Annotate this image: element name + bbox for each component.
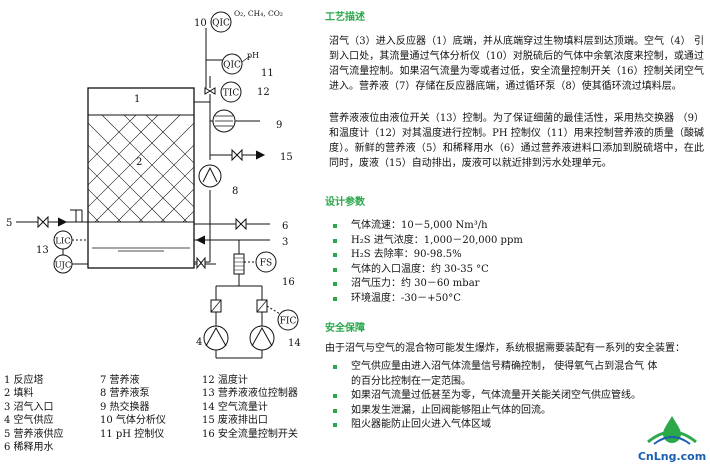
safety-list: 空气供应量由进入沼气体流量信号精确控制， 使得氧气占到混合气 体的百分比控制在一…	[329, 360, 659, 433]
label-5: 5	[6, 218, 12, 229]
legend-item: 8 营养液泵	[100, 388, 150, 400]
list-item: H₂S 进气浓度：1,000－20,000 ppm	[329, 234, 523, 249]
label-11: 11	[261, 68, 274, 79]
qic-ph-label: QIC	[223, 61, 241, 71]
circulation-pump	[198, 164, 222, 188]
design-title: 设计参数	[325, 197, 365, 208]
list-item: 如果发生泄漏，止回阀能够阻止气体的回流。	[329, 404, 659, 419]
flame-arrester	[216, 240, 262, 287]
label-4: 4	[196, 337, 202, 348]
reactor-tower	[87, 87, 195, 269]
process-paragraph-1: 沼气（3）进入反应器（1）底端，并从底端穿过生物填料层到达顶端。空气（4） 引到…	[329, 36, 704, 92]
legend-item: 6 稀释用水	[4, 442, 54, 454]
list-item: 气体流速：10－5,000 Nm³/h	[329, 219, 523, 234]
label-9: 9	[276, 120, 282, 131]
label-10: 10	[194, 18, 207, 29]
list-item: 空气供应量由进入沼气体流量信号精确控制， 使得氧气占到混合气 体的百分比控制在一…	[329, 360, 659, 389]
liquid-level	[92, 247, 190, 252]
ph-label: pH	[247, 51, 259, 60]
list-item: 阻火器能防止回火进入气体区域	[329, 418, 659, 433]
legend-item: 4 空气供应	[4, 415, 54, 427]
list-item: 气体的入口温度：约 30-35 °C	[329, 263, 523, 278]
process-paragraph-2: 营养液液位由液位开关（13）控制。为了保证细菌的最佳活性，采用热交换器 （9）和…	[329, 113, 704, 169]
label-13: 13	[36, 245, 49, 256]
legend-item: 16 安全流量控制开关	[202, 428, 298, 440]
fs-flow-switch	[255, 251, 277, 273]
legend-item: 1 反应塔	[4, 375, 44, 386]
gas-composition-label: O₂, CH₄, CO₂	[234, 9, 283, 18]
legend-item: 12 温度计	[202, 375, 248, 386]
list-item: 沼气压力：约 30－60 mbar	[329, 277, 523, 292]
air-supply-line	[16, 209, 88, 229]
process-title: 工艺描述	[325, 12, 365, 23]
list-item: 如果沼气流量过低甚至为零，气体流量开关能关闭空气供应管线。	[329, 389, 659, 404]
heat-exchanger	[210, 109, 260, 133]
label-3: 3	[282, 237, 288, 248]
tic-thermometer	[220, 81, 242, 103]
fic-air-flow-meter	[277, 309, 299, 331]
label-8: 8	[232, 186, 238, 197]
logo-text: CnLng.com	[638, 450, 706, 463]
process-flow-diagram: QIC O₂, CH₄, CO₂ 10 QIC pH 11 TIC 12 9 1…	[6, 9, 301, 359]
legend-column-3: 12 温度计 13 营养液液位控制器 14 空气流量计 15 废液排出口 16 …	[202, 374, 298, 441]
label-6: 6	[282, 221, 288, 232]
dilution-water-inlet	[194, 217, 270, 231]
legend-item: 3 沼气入口	[4, 401, 54, 413]
fic-label: FIC	[280, 317, 297, 327]
legend-item: 7 营养液	[100, 375, 140, 386]
tic-label: TIC	[223, 89, 240, 99]
design-parameter-list: 气体流速：10－5,000 Nm³/h H₂S 进气浓度：1,000－20,00…	[329, 219, 523, 307]
label-1: 1	[134, 94, 140, 105]
legend-item: 15 废液排出口	[202, 415, 268, 427]
description-panel: 工艺描述 沼气（3）进入反应器（1）底端，并从底端穿过生物填料层到达顶端。空气（…	[325, 0, 710, 468]
list-item: H₂S 去除率：90-98.5%	[329, 248, 523, 263]
fs-label: FS	[260, 259, 272, 269]
legend-item: 13 营养液液位控制器	[202, 388, 298, 400]
biogas-inlet	[194, 235, 270, 245]
legend-item: 11 pH 控制仪	[100, 428, 165, 440]
packing-lattice	[88, 115, 194, 222]
qic-ph-controller	[221, 53, 243, 75]
label-15: 15	[280, 152, 293, 163]
water-drop-icon	[647, 416, 697, 445]
cnlng-logo: CnLng.com	[638, 416, 706, 463]
legend-item: 9 热交换器	[100, 401, 150, 413]
label-12: 12	[257, 87, 270, 98]
qic-top-label: QIC	[212, 19, 230, 29]
ph-valve	[204, 76, 216, 95]
qic-analyzer-top	[210, 11, 232, 33]
legend-item: 2 填料	[4, 388, 34, 400]
legend-item: 14 空气流量计	[202, 401, 268, 413]
air-blowers	[203, 286, 275, 359]
ujc-label: UJC	[55, 261, 72, 271]
label-2: 2	[136, 157, 142, 168]
legend-item: 5 营养液供应	[4, 428, 64, 440]
legend-column-2: 7 营养液 8 营养液泵 9 热交换器 10 气体分析仪 11 pH 控制仪	[100, 374, 166, 441]
safety-intro: 由于沼气与空气的混合物可能发生爆炸，系统根据需要装配有一系列的安全装置：	[325, 343, 685, 354]
lic-label: LIC	[55, 237, 71, 247]
list-item: 环境温度：-30－+50°C	[329, 292, 523, 307]
legend-column-1: 1 反应塔 2 填料 3 沼气入口 4 空气供应 5 营养液供应 6 稀释用水	[4, 374, 64, 454]
label-14: 14	[288, 338, 301, 349]
waste-outlet	[210, 148, 266, 162]
safety-title: 安全保障	[325, 323, 365, 334]
label-16: 16	[282, 277, 295, 288]
bottom-outlet	[194, 256, 216, 270]
legend-item: 10 气体分析仪	[100, 415, 166, 427]
